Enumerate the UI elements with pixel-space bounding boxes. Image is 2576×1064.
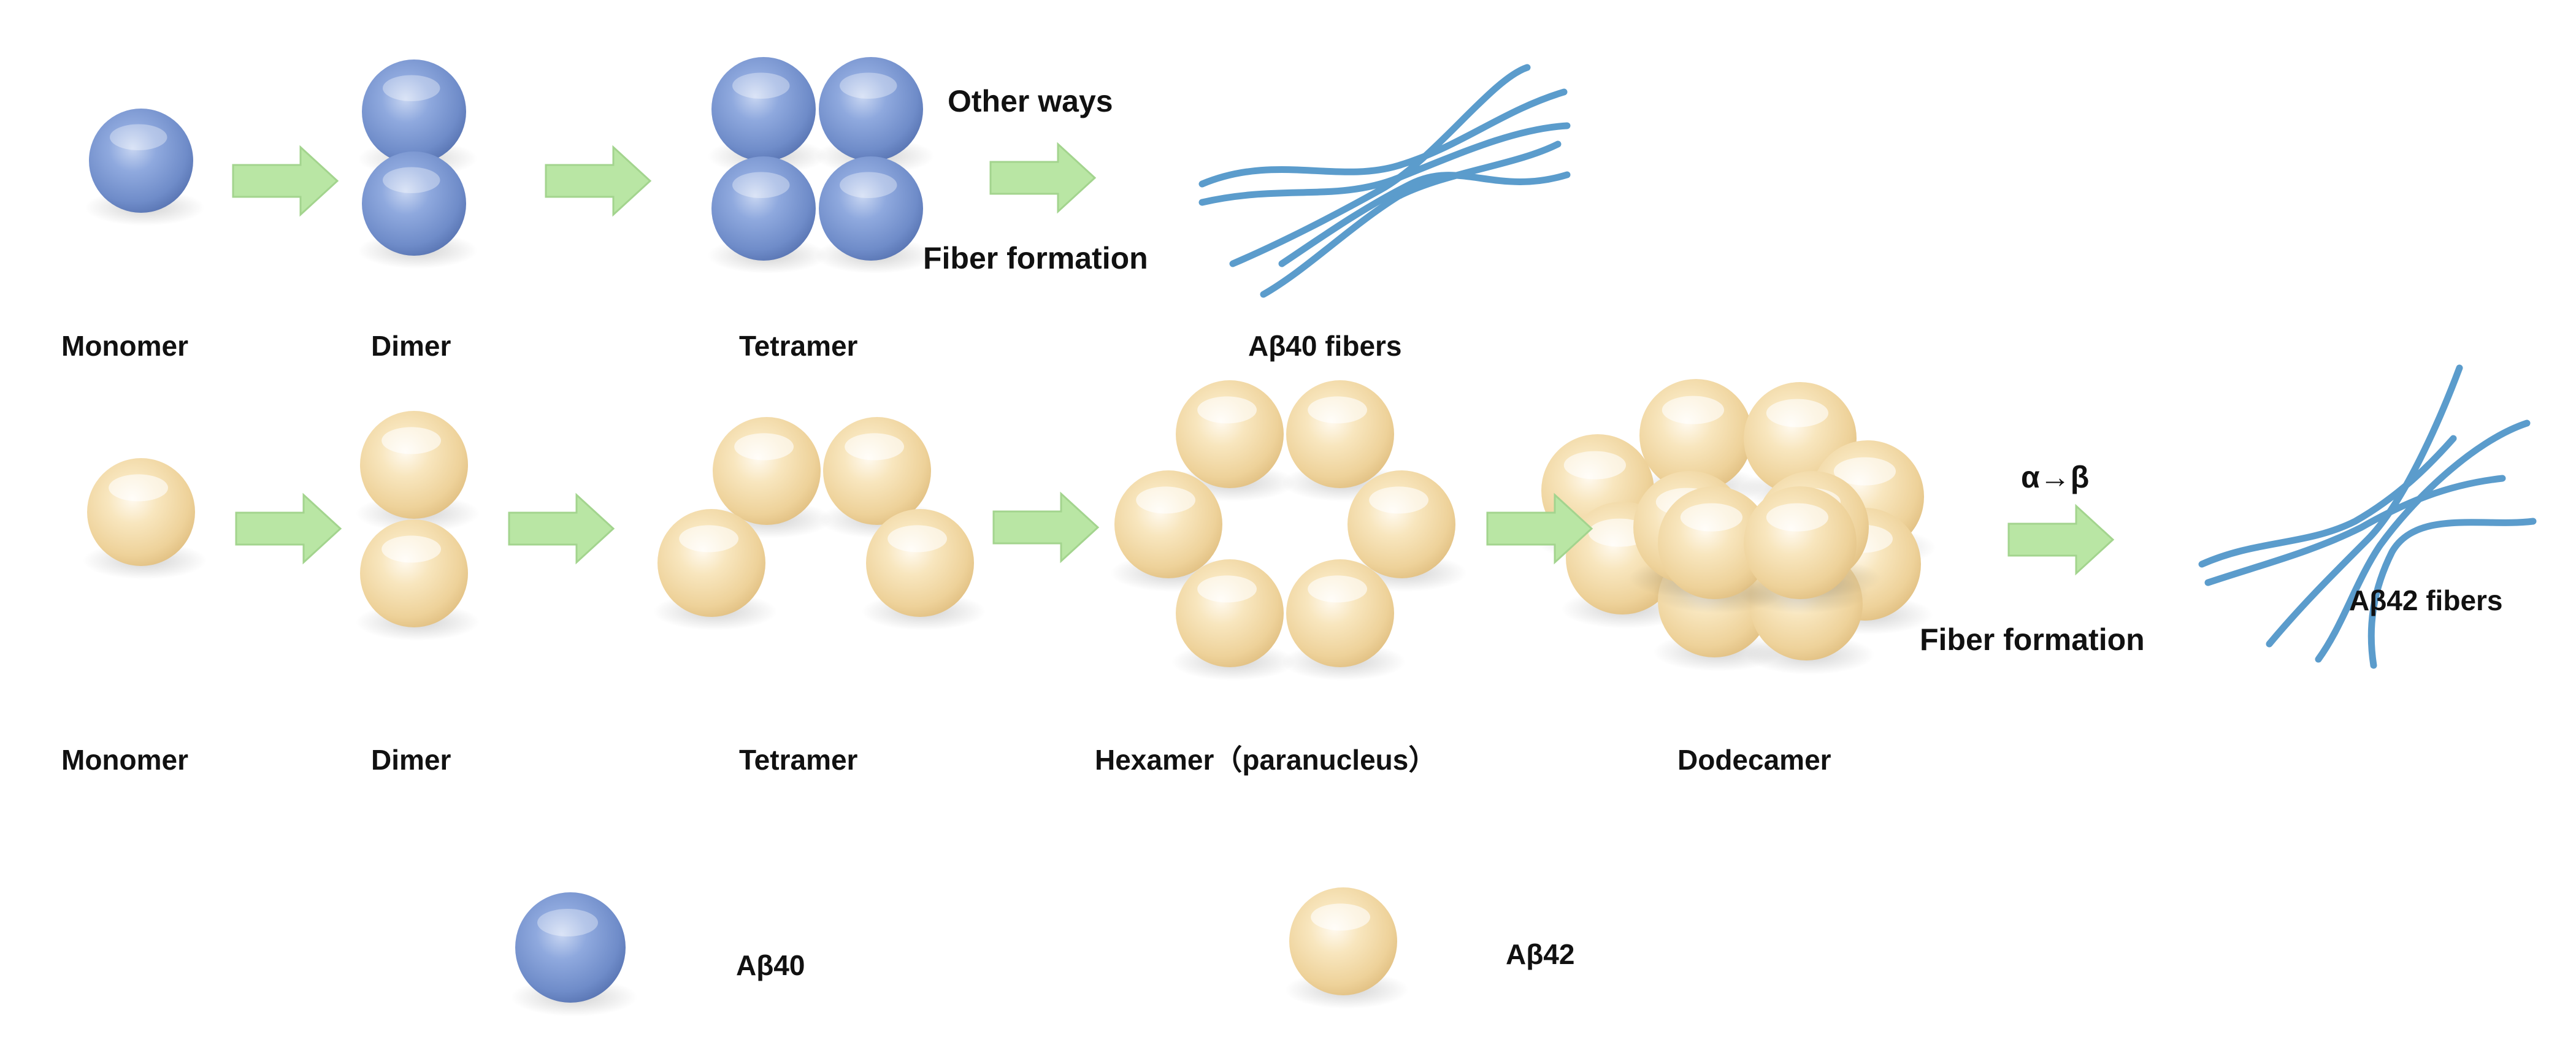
alpha-beta-transition-label: α→β xyxy=(2021,460,2089,494)
legend-ab40-label: Aβ40 xyxy=(736,949,805,981)
ab40-dimer-label: Dimer xyxy=(371,330,451,362)
right-arrow-icon xyxy=(232,146,339,216)
ab42-fiber-strand xyxy=(2204,475,2506,586)
ab40-tetramer-sphere xyxy=(707,156,827,274)
ab42-fiber-strand xyxy=(2315,419,2531,663)
sphere-layer xyxy=(82,57,1936,1017)
ab40-fibers-label: Aβ40 fibers xyxy=(1248,330,1402,362)
ab40-fiber-strand xyxy=(1198,88,1568,188)
legend-ab40-sphere xyxy=(510,892,638,1017)
ab42-monomer-label: Monomer xyxy=(61,744,188,776)
right-arrow-icon xyxy=(992,492,1099,562)
hexamer-sphere xyxy=(1110,470,1235,592)
ab40-dimer-sphere xyxy=(358,151,478,269)
right-arrow-icon xyxy=(508,494,615,564)
ab40-monomer-sphere xyxy=(85,109,205,226)
hexamer-sphere xyxy=(1343,470,1468,592)
ab42-fiber-strand xyxy=(2198,435,2457,568)
legend-ab42-label: Aβ42 xyxy=(1506,938,1574,970)
ab42-dimer-sphere xyxy=(355,519,480,641)
hexamer-sphere xyxy=(1171,559,1296,681)
ab42-fiber-strand xyxy=(2367,518,2537,669)
ab40-tetramer-label: Tetramer xyxy=(739,330,858,362)
right-arrow-icon xyxy=(545,146,651,216)
hexamer-label: Hexamer（paranucleus） xyxy=(1095,744,1436,776)
ab40-fiber-strand xyxy=(1229,64,1531,267)
other-ways-label: Other ways xyxy=(948,84,1113,118)
ab42-fiber-formation-label: Fiber formation xyxy=(1920,622,2145,657)
ab40-fiber-strand xyxy=(1278,171,1571,267)
right-arrow-icon xyxy=(235,494,342,564)
ab42-tetramer-sphere xyxy=(653,509,778,630)
ab42-fiber-strand xyxy=(2266,364,2463,648)
right-arrow-icon xyxy=(989,143,1096,213)
legend-ab42-sphere xyxy=(1284,887,1409,1009)
ab40-tetramer-sphere xyxy=(815,156,935,274)
ab42-tetramer-sphere xyxy=(861,509,986,630)
ab40-fiber-strand xyxy=(1260,140,1562,298)
ab42-dimer-sphere xyxy=(355,411,480,532)
dodecamer-sphere xyxy=(1739,486,1869,613)
fiber-layer xyxy=(1198,64,2537,669)
dodecamer-label: Dodecamer xyxy=(1677,744,1831,776)
ab42-tetramer-label: Tetramer xyxy=(739,744,858,776)
ab42-monomer-sphere xyxy=(82,458,207,580)
ab40-monomer-label: Monomer xyxy=(61,330,188,362)
hexamer-sphere xyxy=(1281,559,1406,681)
ab42-fibers-label: Aβ42 fibers xyxy=(2349,584,2503,616)
right-arrow-icon xyxy=(2007,505,2114,575)
ab42-dimer-label: Dimer xyxy=(371,744,451,776)
ab40-fiber-formation-label: Fiber formation xyxy=(923,241,1148,275)
